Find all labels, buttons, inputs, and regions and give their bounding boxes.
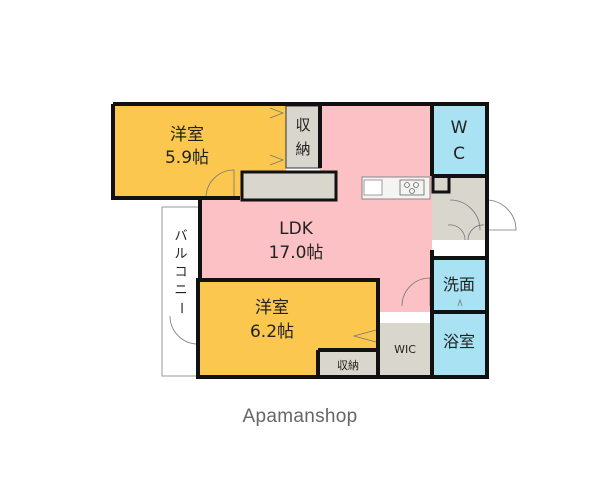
bathroom (432, 314, 486, 376)
western-room-2-size: 6.2帖 (250, 322, 294, 342)
svg-text:ー: ー (173, 301, 188, 314)
svg-text:バ: バ (174, 229, 187, 244)
ldk-size: 17.0帖 (269, 243, 324, 263)
bathroom-label: 浴室 (443, 332, 475, 351)
washroom-label: 洗面 (443, 275, 475, 294)
western-room-1-size: 5.9帖 (165, 148, 209, 168)
wc-label-2: C (453, 144, 465, 164)
storage-block (240, 170, 338, 202)
storage-1-label-2: 納 (295, 140, 310, 158)
svg-text:コ: コ (174, 265, 187, 280)
stove-icon (399, 179, 425, 196)
sink-icon (363, 179, 383, 196)
storage-2 (318, 351, 378, 376)
western-room-1-name: 洋室 (170, 125, 204, 145)
wic-room (379, 323, 432, 376)
svg-text:ル: ル (174, 247, 187, 262)
door-arc (447, 199, 485, 241)
brand-watermark: Apamanshop (242, 406, 358, 427)
western-room-2-name: 洋室 (255, 298, 289, 318)
storage-1 (285, 105, 321, 169)
balcony-label: バ ル コ ニ ー (173, 229, 188, 315)
storage-2-label: 収納 (337, 359, 359, 372)
wc-label-1: W (451, 118, 468, 138)
storage-1-label-1: 収 (295, 116, 310, 134)
balcony (161, 206, 201, 377)
wc-room (432, 106, 486, 176)
svg-text:ニ: ニ (174, 283, 187, 298)
ldk-name: LDK (279, 219, 314, 239)
wic-label: WIC (394, 343, 416, 356)
